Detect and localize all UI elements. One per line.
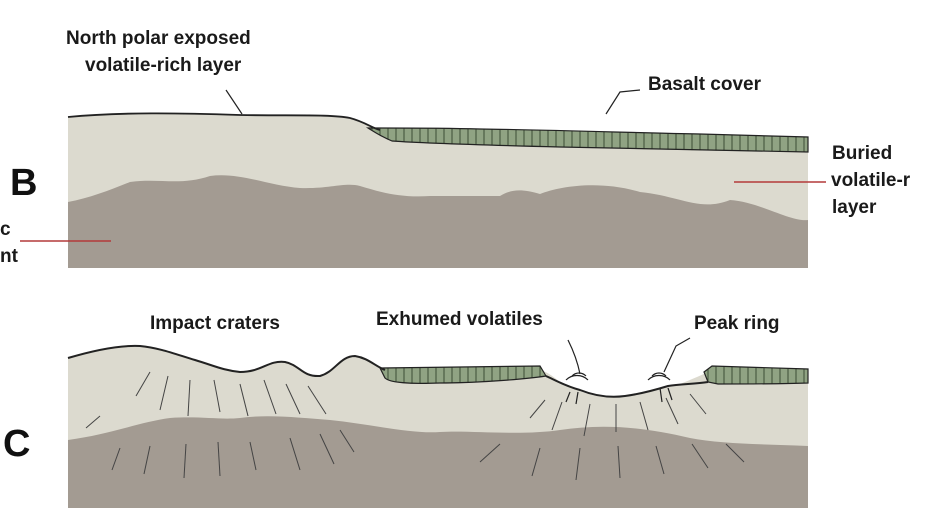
panel-b-basement <box>68 175 808 268</box>
label-north-polar-line2: volatile-rich layer <box>85 55 242 76</box>
label-impact-craters: Impact craters <box>150 313 280 334</box>
label-buried-line1: Buried <box>832 143 893 164</box>
label-buried-line3: layer <box>832 197 877 218</box>
leader-north-polar <box>225 89 243 115</box>
panel-c-basalt-middle <box>379 365 547 384</box>
leader-peak-ring <box>663 337 691 373</box>
exhumed-volatile-arrows <box>565 372 673 405</box>
panel-b-cross-section <box>20 89 826 268</box>
panel-c-surface-line <box>67 344 386 378</box>
leader-exhumed-volatiles <box>567 339 581 375</box>
label-exhumed-volatiles: Exhumed volatiles <box>376 309 543 330</box>
panel-c-crater-floor-line <box>545 375 709 398</box>
label-left-cut-line1: c <box>0 219 11 240</box>
panel-c-label: C <box>3 423 31 465</box>
label-basalt-cover: Basalt cover <box>648 74 762 95</box>
panel-c-cross-section <box>67 337 809 508</box>
panel-c-basalt-right <box>703 365 809 385</box>
label-left-cut-line2: nt <box>0 246 18 267</box>
label-north-polar-line1: North polar exposed <box>66 28 251 49</box>
panel-c-basement <box>68 416 808 508</box>
leader-basalt-cover <box>605 89 641 115</box>
label-peak-ring: Peak ring <box>694 313 780 334</box>
panel-b-label: B <box>10 162 38 204</box>
impact-fractures <box>85 371 745 481</box>
label-buried-line2: volatile-r <box>831 170 911 191</box>
panel-b-basalt-cover <box>365 127 809 153</box>
panel-b-surface-line <box>67 112 381 131</box>
